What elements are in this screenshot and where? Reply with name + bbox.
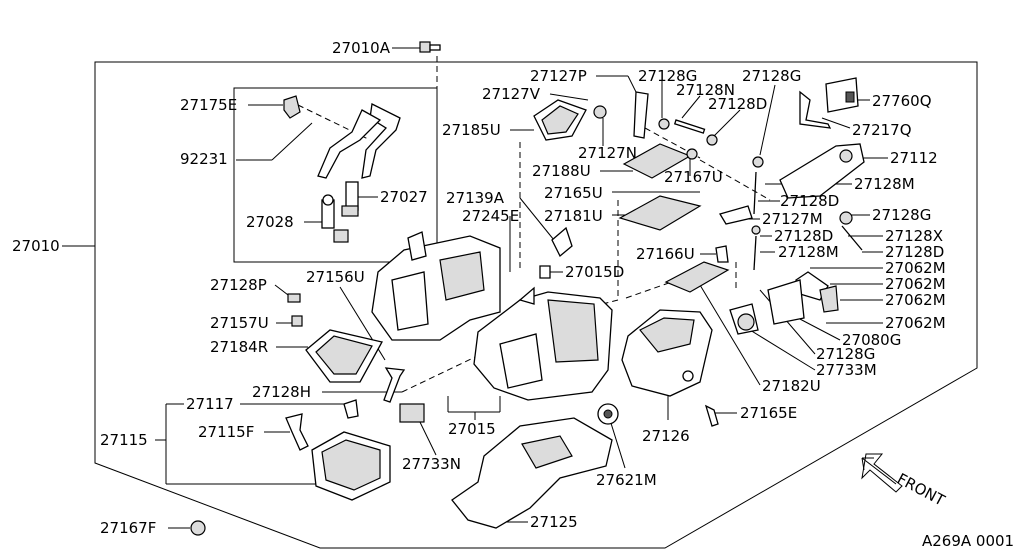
label-27127V: 27127V bbox=[482, 85, 541, 103]
bracket-27139A bbox=[551, 226, 573, 258]
label-27015D: 27015D bbox=[565, 263, 624, 281]
clip-27167F bbox=[190, 520, 206, 536]
blower-27126 bbox=[621, 309, 713, 397]
flaps-27185U bbox=[533, 99, 587, 141]
label-27062M-d: 27062M bbox=[885, 314, 946, 332]
label-27733N: 27733N bbox=[402, 455, 461, 473]
label-27181U: 27181U bbox=[544, 207, 603, 225]
label-27028: 27028 bbox=[246, 213, 294, 231]
label-27157U: 27157U bbox=[210, 314, 269, 332]
rods-27128M bbox=[719, 156, 863, 271]
label-27127M: 27127M bbox=[762, 210, 823, 228]
label-27621M: 27621M bbox=[596, 471, 657, 489]
label-27128H: 27128H bbox=[252, 383, 311, 401]
label-27062M-b: 27062M bbox=[885, 275, 946, 293]
label-27125: 27125 bbox=[530, 513, 578, 531]
label-27128G-d: 27128G bbox=[816, 345, 875, 363]
label-27127N: 27127N bbox=[578, 144, 637, 162]
label-27062M-a: 27062M bbox=[885, 259, 946, 277]
label-27128D-d: 27128D bbox=[885, 243, 944, 261]
label-27115F: 27115F bbox=[198, 423, 254, 441]
label-27245E: 27245E bbox=[462, 207, 519, 225]
label-27015: 27015 bbox=[448, 420, 496, 438]
label-27117: 27117 bbox=[186, 395, 234, 413]
motor-27621M bbox=[597, 403, 619, 425]
label-27139A: 27139A bbox=[446, 189, 505, 207]
part-labels: 27010A 27175E 92231 27027 27028 27010 27… bbox=[12, 39, 1014, 550]
heater-unit-center bbox=[473, 286, 613, 401]
heater-unit-left bbox=[371, 231, 501, 341]
label-27115: 27115 bbox=[100, 431, 148, 449]
label-27733M: 27733M bbox=[816, 361, 877, 379]
label-27010: 27010 bbox=[12, 237, 60, 255]
label-27128D-c: 27128D bbox=[774, 227, 833, 245]
label-27128D-b: 27128D bbox=[780, 192, 839, 210]
label-27165U: 27165U bbox=[544, 184, 603, 202]
label-27182U: 27182U bbox=[762, 377, 821, 395]
hoses-27027-27028 bbox=[321, 181, 359, 243]
label-27165E: 27165E bbox=[740, 404, 797, 422]
label-27185U: 27185U bbox=[442, 121, 501, 139]
label-27128X: 27128X bbox=[885, 227, 943, 245]
label-27127P: 27127P bbox=[530, 67, 587, 85]
small-parts-27128P-27157U bbox=[287, 293, 303, 327]
label-27184R: 27184R bbox=[210, 338, 268, 356]
filter-27184R bbox=[305, 329, 383, 383]
label-27080G: 27080G bbox=[842, 331, 901, 349]
control-27760Q bbox=[799, 77, 859, 129]
label-27112: 27112 bbox=[890, 149, 938, 167]
label-27175E: 27175E bbox=[180, 96, 237, 114]
label-92231: 92231 bbox=[180, 150, 228, 168]
brackets-27128H-27117 bbox=[285, 367, 425, 451]
clip-27175E bbox=[283, 95, 301, 119]
label-27188U: 27188U bbox=[532, 162, 591, 180]
label-27062M-c: 27062M bbox=[885, 291, 946, 309]
seals-27188U-27181U bbox=[618, 143, 730, 293]
label-27128N: 27128N bbox=[676, 81, 735, 99]
duct-27125 bbox=[451, 417, 613, 529]
cover-27112 bbox=[779, 143, 865, 199]
label-27128G-b: 27128G bbox=[742, 67, 801, 85]
label-27128D-a: 27128D bbox=[708, 95, 767, 113]
links-27127P bbox=[593, 91, 718, 160]
label-27760Q: 27760Q bbox=[872, 92, 932, 110]
label-27166U: 27166U bbox=[636, 245, 695, 263]
bolt-27010A bbox=[419, 41, 441, 53]
clip-27015D bbox=[539, 265, 551, 279]
label-27128M-a: 27128M bbox=[854, 175, 915, 193]
label-27027: 27027 bbox=[380, 188, 428, 206]
front-label: FRONT bbox=[894, 470, 948, 510]
clip-27165E bbox=[704, 404, 719, 427]
label-27156U: 27156U bbox=[306, 268, 365, 286]
front-arrow-icon bbox=[861, 453, 903, 493]
label-27128P: 27128P bbox=[210, 276, 267, 294]
label-27128M-b: 27128M bbox=[778, 243, 839, 261]
label-27126: 27126 bbox=[642, 427, 690, 445]
label-27128G-a: 27128G bbox=[638, 67, 697, 85]
actuators-27062M bbox=[729, 271, 839, 335]
clip-27166U bbox=[715, 245, 729, 263]
label-27010A: 27010A bbox=[332, 39, 391, 57]
blower-case-27115 bbox=[311, 431, 391, 501]
heater-pipes-92231 bbox=[317, 103, 401, 179]
label-27167U: 27167U bbox=[664, 168, 723, 186]
label-27217Q: 27217Q bbox=[852, 121, 912, 139]
label-27167F: 27167F bbox=[100, 519, 156, 537]
label-27128G-c: 27128G bbox=[872, 206, 931, 224]
drawing-code: A269A 0001 bbox=[922, 532, 1014, 550]
